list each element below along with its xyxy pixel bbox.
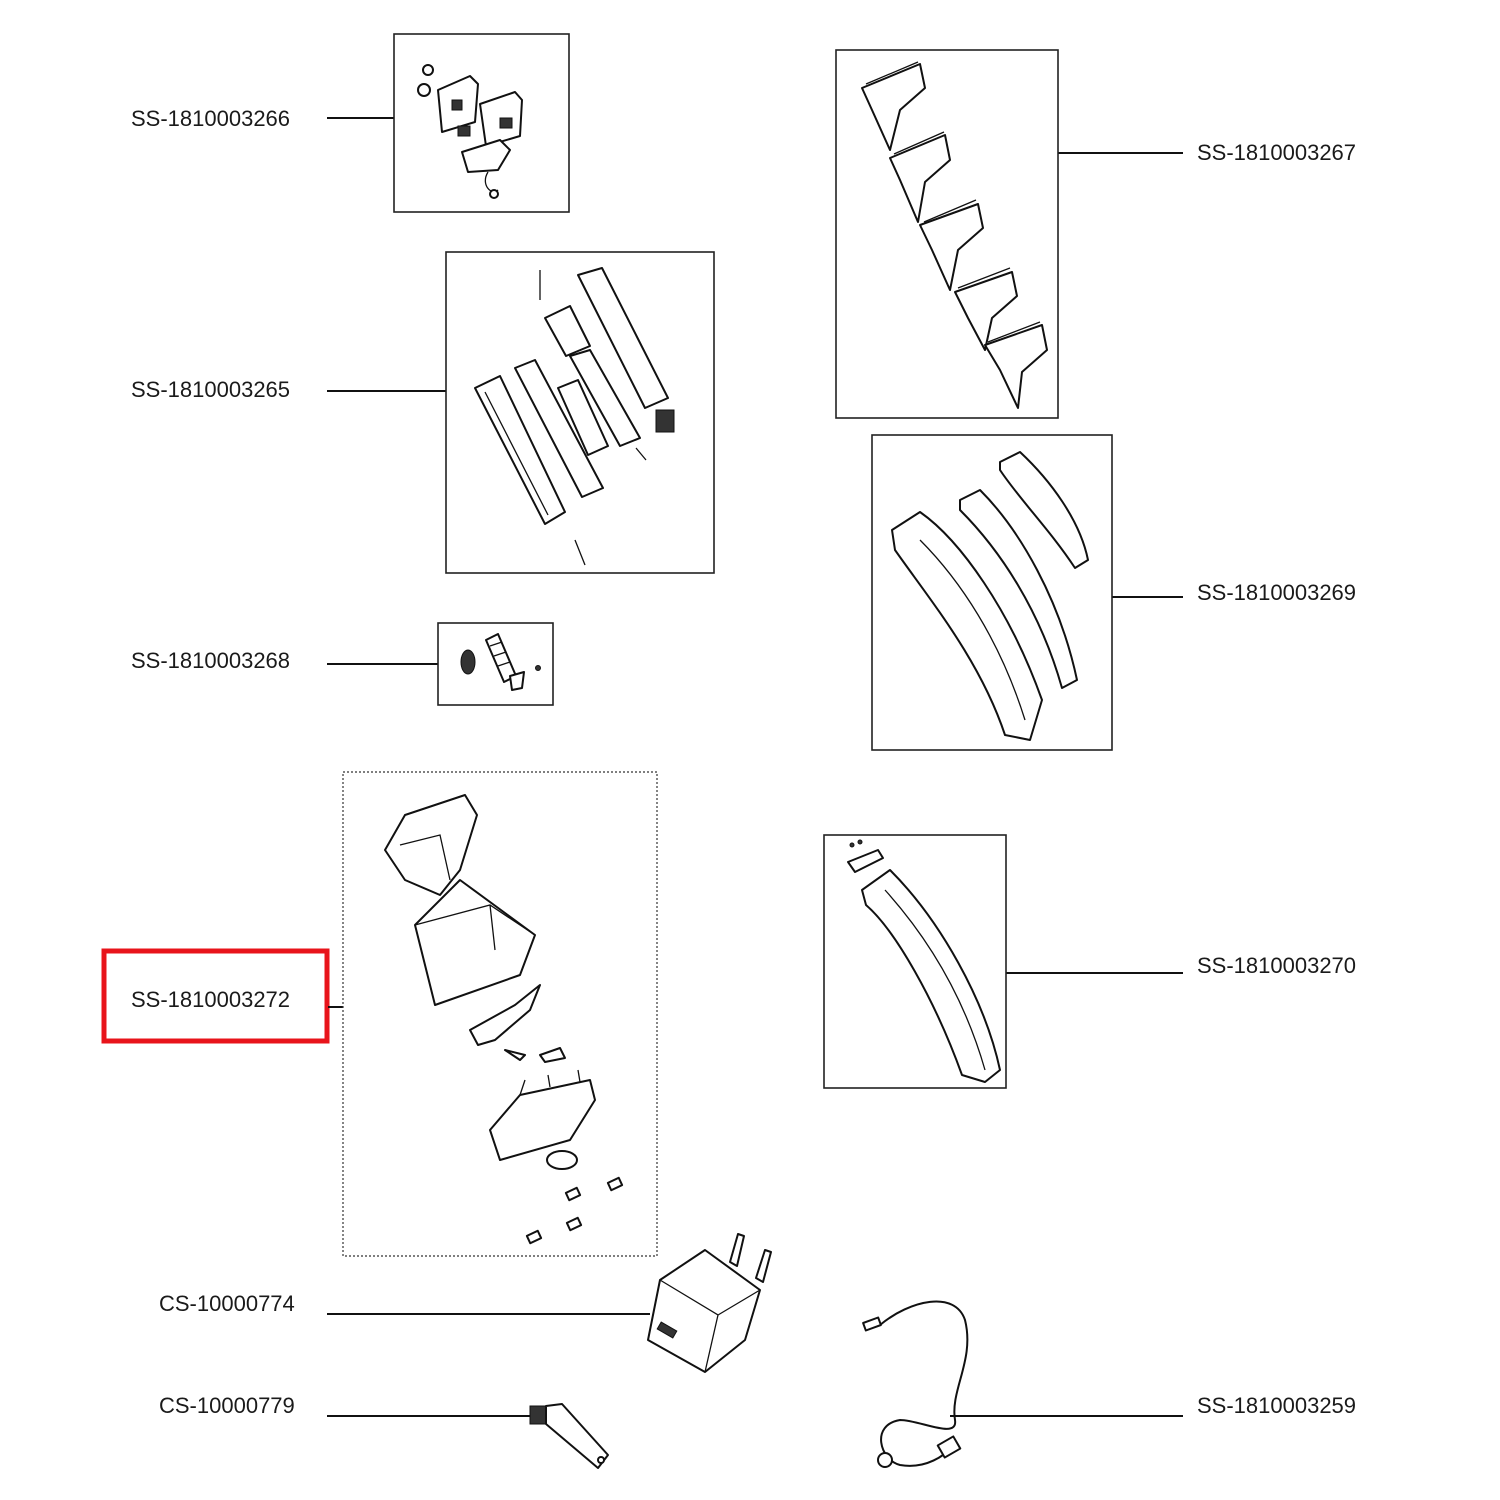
part-label: SS-1810003270 — [1197, 953, 1356, 978]
motor-housing-drawing — [474, 267, 675, 566]
part-label: SS-1810003272 — [131, 987, 290, 1012]
part-frame — [445, 251, 715, 574]
part-ss-1810003272[interactable]: SS-1810003272 — [101, 771, 658, 1257]
part-frame — [437, 622, 554, 706]
rear-housing-drawing — [847, 839, 1001, 1083]
part-ss-1810003270[interactable]: SS-1810003270 — [823, 834, 1356, 1089]
part-frame — [835, 49, 1059, 419]
part-label: CS-10000779 — [159, 1393, 295, 1418]
part-label: SS-1810003268 — [131, 648, 290, 673]
spring-gear-drawing — [460, 633, 541, 691]
part-label: SS-1810003267 — [1197, 140, 1356, 165]
part-label: SS-1810003269 — [1197, 580, 1356, 605]
power-adapter-drawing — [647, 1233, 772, 1373]
part-label: SS-1810003266 — [131, 106, 290, 131]
part-ss-1810003266[interactable]: SS-1810003266 — [131, 33, 570, 213]
charging-base-drawing — [384, 794, 624, 1245]
part-ss-1810003268[interactable]: SS-1810003268 — [131, 622, 554, 706]
part-frame — [871, 434, 1113, 751]
cleaning-brush-drawing — [529, 1403, 609, 1469]
part-frame — [342, 771, 658, 1257]
part-ss-1810003269[interactable]: SS-1810003269 — [871, 434, 1356, 751]
part-frame — [393, 33, 570, 213]
charging-cable-drawing — [862, 1300, 969, 1468]
part-ss-1810003259[interactable]: SS-1810003259 — [862, 1300, 1356, 1468]
part-cs-10000779[interactable]: CS-10000779 — [159, 1393, 609, 1469]
part-label: CS-10000774 — [159, 1291, 295, 1316]
comb-set-drawing — [861, 61, 1048, 409]
blade-assembly-drawing — [417, 64, 523, 199]
part-ss-1810003265[interactable]: SS-1810003265 — [131, 251, 715, 574]
housing-cover-drawing — [891, 451, 1089, 741]
part-label: SS-1810003265 — [131, 377, 290, 402]
part-label: SS-1810003259 — [1197, 1393, 1356, 1418]
highlight-box — [101, 948, 330, 1044]
part-cs-10000774[interactable]: CS-10000774 — [159, 1233, 772, 1373]
part-ss-1810003267[interactable]: SS-1810003267 — [835, 49, 1356, 419]
part-frame — [823, 834, 1007, 1089]
